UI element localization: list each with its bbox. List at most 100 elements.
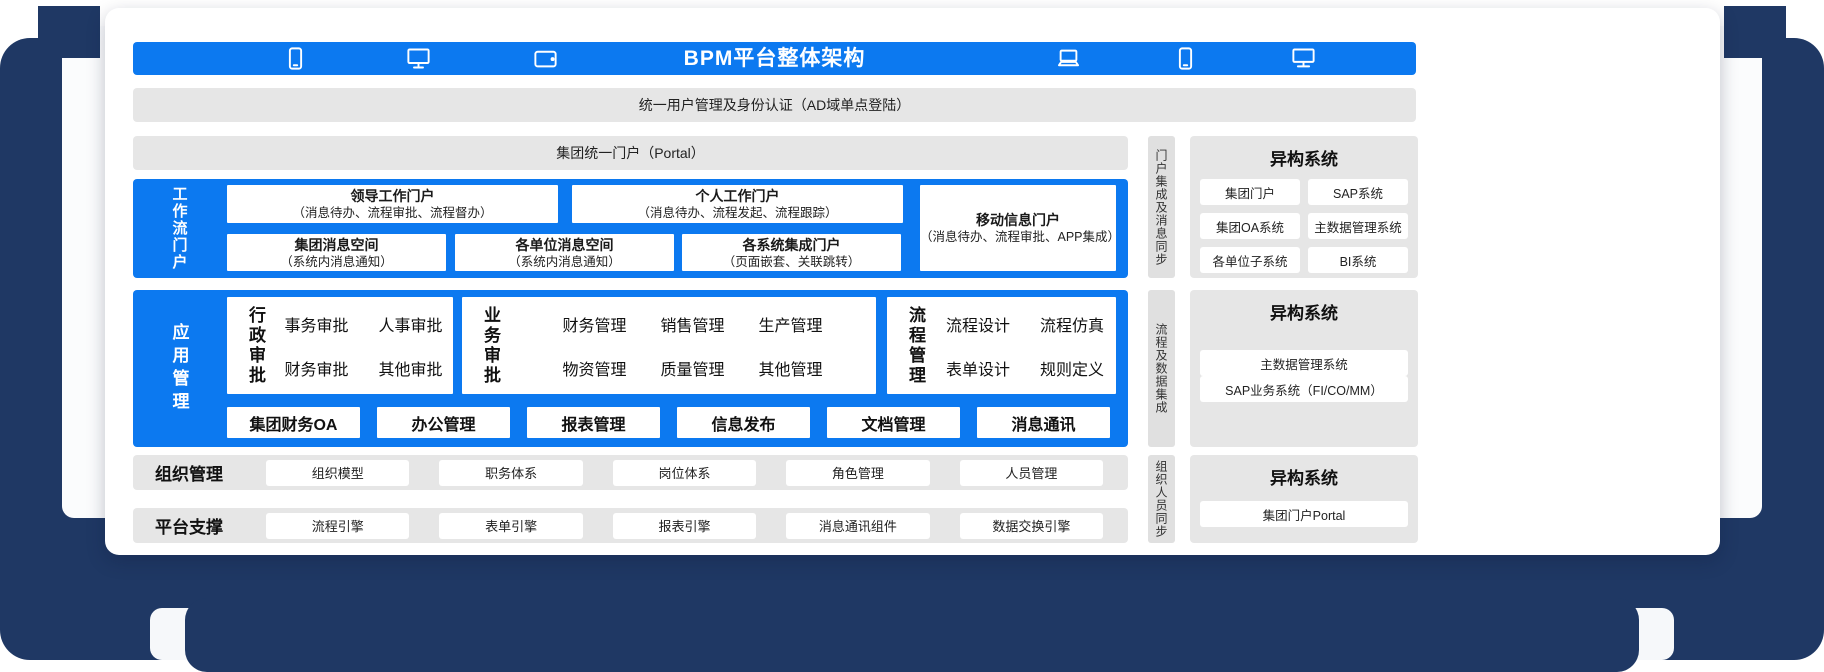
app-item: 生产管理 <box>758 317 823 335</box>
box-subtitle: （消息待办、流程审批、流程督办） <box>292 206 493 220</box>
box-subtitle: （系统内消息通知） <box>280 254 393 269</box>
section-label-workflow-portal: 工作流门户 <box>170 186 188 271</box>
app-item: 质量管理 <box>660 361 725 379</box>
box-process-engine: 流程引擎 <box>266 512 410 539</box>
backdrop-navy-bottom-band <box>185 598 1639 672</box>
group-items: 流程设计 流程仿真 表单设计 规则定义 <box>934 312 1116 380</box>
app-item: 销售管理 <box>660 317 725 335</box>
box-master-data-system: 主数据管理系统 <box>1308 213 1408 239</box>
section-app-management: 应用管理 行政审批 事务审批 人事审批 财务审批 其他审批 业务审批 财务管理 … <box>133 290 1128 447</box>
app-bottom-row: 集团财务OA 办公管理 报表管理 信息发布 文档管理 消息通讯 <box>225 405 1112 440</box>
platform-items: 流程引擎 表单引擎 报表引擎 消息通讯组件 数据交换引擎 <box>266 512 1104 539</box>
box-report-engine: 报表引擎 <box>612 512 757 539</box>
box-mobile-portal: 移动信息门户 （消息待办、流程审批、APP集成） <box>918 183 1121 273</box>
smartphone-icon <box>1172 45 1199 72</box>
app-item: 流程设计 <box>945 317 1010 335</box>
box-group-oa-system: 集团OA系统 <box>1200 213 1300 239</box>
app-item: 其他审批 <box>378 361 443 379</box>
laptop-icon <box>1055 45 1082 72</box>
box-system-integration-portal: 各系统集成门户 （页面嵌套、关联跳转） <box>680 232 903 273</box>
panel-hetero-systems-3: 异构系统 集团门户Portal <box>1190 455 1418 543</box>
box-subtitle: （消息待办、流程发起、流程跟踪） <box>637 206 838 220</box>
auth-bar: 统一用户管理及身份认证（AD域单点登陆） <box>133 88 1416 122</box>
group-items: 事务审批 人事审批 财务审批 其他审批 <box>274 312 453 380</box>
tablet-icon <box>532 45 559 72</box>
box-duty-system: 职务体系 <box>439 459 583 486</box>
group-items: 财务管理 销售管理 生产管理 物资管理 质量管理 其他管理 <box>509 312 876 380</box>
group-label: 流程管理 <box>906 305 925 386</box>
portal-bar: 集团统一门户（Portal） <box>133 136 1128 170</box>
box-leader-portal: 领导工作门户 （消息待办、流程审批、流程督办） <box>225 183 560 225</box>
box-master-data-system: 主数据管理系统 <box>1200 350 1408 376</box>
box-sap-business-system: SAP业务系统（FI/CO/MM） <box>1200 376 1408 402</box>
box-position-system: 岗位体系 <box>612 459 757 486</box>
group-label: 行政审批 <box>246 305 265 386</box>
box-report-management: 报表管理 <box>525 405 662 440</box>
app-item: 财务管理 <box>562 317 627 335</box>
box-message-component: 消息通讯组件 <box>786 512 930 539</box>
box-data-exchange-engine: 数据交换引擎 <box>959 512 1104 539</box>
group-process-management: 流程管理 流程设计 流程仿真 表单设计 规则定义 <box>885 295 1118 396</box>
architecture-slide: BPM平台整体架构 统一用户管理及身份认证（AD域单点登陆） 集团统一门户（Po… <box>105 8 1720 555</box>
panel-hetero-systems-1: 异构系统 集团门户 SAP系统 集团OA系统 主数据管理系统 各单位子系统 BI… <box>1190 136 1418 278</box>
box-group-portal: 集团门户 <box>1200 179 1300 205</box>
smartphone-icon <box>282 45 309 72</box>
hetero-grid: 集团门户 SAP系统 集团OA系统 主数据管理系统 各单位子系统 BI系统 <box>1190 170 1418 273</box>
box-personnel-management: 人员管理 <box>959 459 1104 486</box>
box-title: 各系统集成门户 <box>742 236 841 253</box>
desktop-icon <box>1290 45 1317 72</box>
box-bi-system: BI系统 <box>1308 247 1408 273</box>
box-title: 各单位消息空间 <box>515 236 614 253</box>
app-item: 其他管理 <box>758 361 823 379</box>
group-label: 业务审批 <box>481 305 500 386</box>
backdrop-corner-square <box>1724 6 1786 58</box>
box-group-portal-portal: 集团门户Portal <box>1200 501 1408 527</box>
app-item: 人事审批 <box>378 317 443 335</box>
box-title: 个人工作门户 <box>695 188 780 204</box>
connector-portal-integration: 门户集成及消息同步 <box>1148 136 1175 278</box>
box-title: 领导工作门户 <box>350 188 435 204</box>
panel-title: 异构系统 <box>1270 150 1338 169</box>
box-subtitle: （页面嵌套、关联跳转） <box>722 254 861 269</box>
connector-process-data-integration: 流程及数据集成 <box>1148 290 1175 447</box>
box-group-message-space: 集团消息空间 （系统内消息通知） <box>225 232 448 273</box>
app-item: 事务审批 <box>284 317 349 335</box>
connector-org-personnel-sync: 组织人员同步 <box>1148 455 1175 543</box>
group-business-approval: 业务审批 财务管理 销售管理 生产管理 物资管理 质量管理 其他管理 <box>460 295 878 396</box>
box-org-model: 组织模型 <box>266 459 410 486</box>
box-role-management: 角色管理 <box>786 459 930 486</box>
section-workflow-portal: 工作流门户 领导工作门户 （消息待办、流程审批、流程督办） 个人工作门户 （消息… <box>133 179 1128 278</box>
box-title: 移动信息门户 <box>976 212 1060 228</box>
app-item: 财务审批 <box>284 361 349 379</box>
section-label-platform-support: 平台支撑 <box>155 518 223 537</box>
panel-title: 异构系统 <box>1270 469 1338 488</box>
page-title: BPM平台整体架构 <box>683 47 866 70</box>
app-item: 流程仿真 <box>1040 317 1105 335</box>
box-subtitle: （消息待办、流程审批、APP集成） <box>920 230 1121 244</box>
app-item: 表单设计 <box>945 361 1010 379</box>
monitor-icon <box>405 45 432 72</box>
section-platform-support: 平台支撑 流程引擎 表单引擎 报表引擎 消息通讯组件 数据交换引擎 <box>133 508 1128 543</box>
box-office-management: 办公管理 <box>375 405 512 440</box>
box-document-management: 文档管理 <box>825 405 962 440</box>
backdrop-corner-square <box>38 6 100 58</box>
box-personal-portal: 个人工作门户 （消息待办、流程发起、流程跟踪） <box>570 183 905 225</box>
box-info-publishing: 信息发布 <box>675 405 812 440</box>
box-sap-system: SAP系统 <box>1308 179 1408 205</box>
box-subtitle: （系统内消息通知） <box>508 254 621 269</box>
box-group-finance-oa: 集团财务OA <box>225 405 362 440</box>
box-title: 集团消息空间 <box>294 236 379 253</box>
box-message-communication: 消息通讯 <box>975 405 1112 440</box>
app-item: 规则定义 <box>1040 361 1105 379</box>
app-item: 物资管理 <box>562 361 627 379</box>
section-label-app-management: 应用管理 <box>169 322 189 415</box>
group-admin-approval: 行政审批 事务审批 人事审批 财务审批 其他审批 <box>225 295 455 396</box>
box-form-engine: 表单引擎 <box>439 512 583 539</box>
title-bar: BPM平台整体架构 <box>133 42 1416 75</box>
box-unit-message-space: 各单位消息空间 （系统内消息通知） <box>453 232 676 273</box>
panel-hetero-systems-2: 异构系统 主数据管理系统 SAP业务系统（FI/CO/MM） <box>1190 290 1418 447</box>
section-org-management: 组织管理 组织模型 职务体系 岗位体系 角色管理 人员管理 <box>133 455 1128 490</box>
box-unit-subsystems: 各单位子系统 <box>1200 247 1300 273</box>
org-items: 组织模型 职务体系 岗位体系 角色管理 人员管理 <box>266 459 1104 486</box>
section-label-org-management: 组织管理 <box>155 465 223 484</box>
